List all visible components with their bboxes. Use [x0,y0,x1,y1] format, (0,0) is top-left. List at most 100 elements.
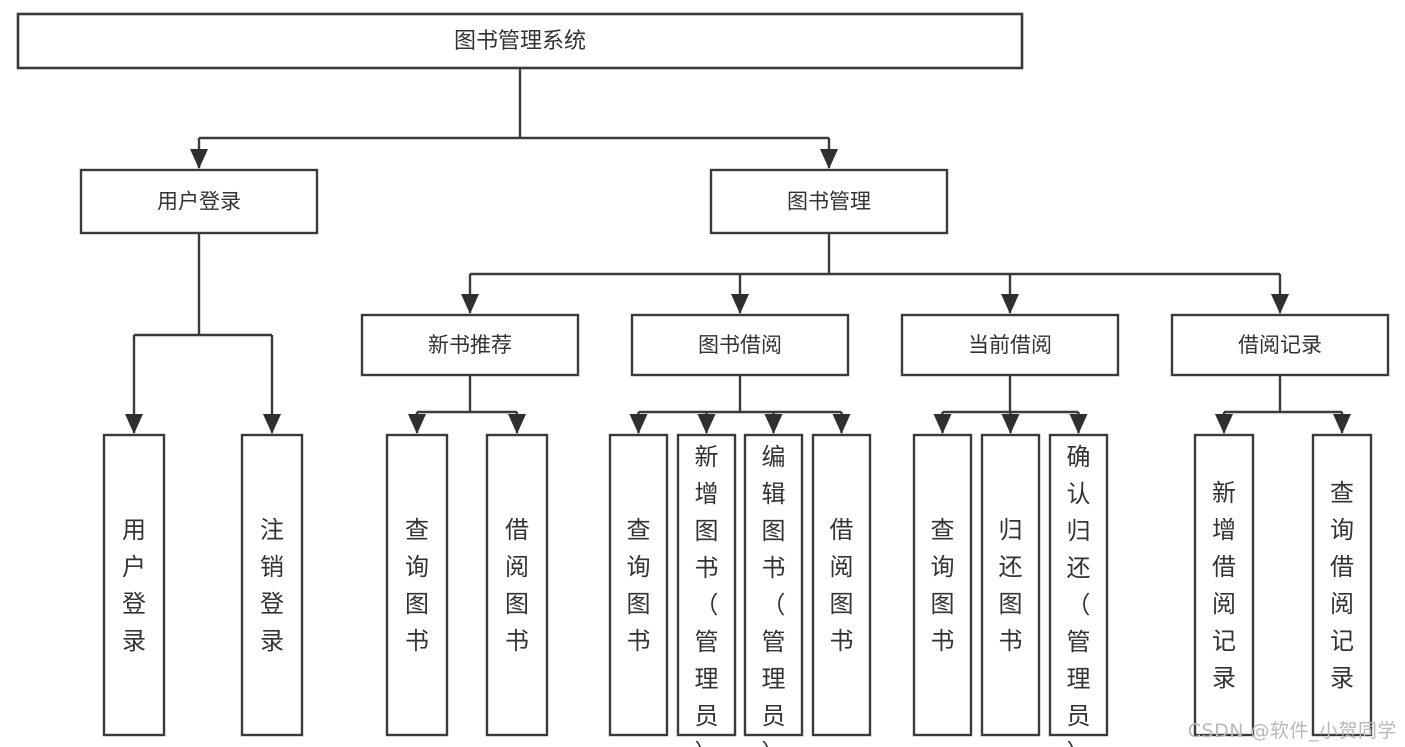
svg-text:借: 借 [1330,553,1354,581]
svg-text:书: 书 [505,627,529,655]
svg-text:用: 用 [122,516,146,544]
svg-text:新: 新 [695,443,719,471]
svg-text:书: 书 [405,627,429,655]
node-current-borrow-label: 当前借阅 [968,333,1052,357]
svg-text:）: ） [762,739,786,747]
arrow-head-icon [1001,414,1020,434]
node-leaf-user-login[interactable] [102,433,166,737]
svg-text:理: 理 [1067,665,1091,693]
svg-text:销: 销 [260,553,284,581]
node-leaf-query-book-1[interactable] [385,433,449,737]
svg-text:借: 借 [830,516,854,544]
arrow-head-icon [1215,414,1233,434]
svg-text:图: 图 [830,590,854,618]
node-borrow-record[interactable] [1170,313,1390,377]
connectors-layer [125,68,1351,434]
node-leaf-confirm-return[interactable] [1048,433,1109,737]
node-borrow-record-label: 借阅记录 [1238,333,1322,357]
watermark-text: CSDN @软件_小贺同学 [1187,720,1397,742]
svg-text:增: 增 [1212,516,1236,544]
svg-text:书: 书 [999,627,1023,655]
svg-text:管: 管 [1067,628,1091,656]
svg-text:认: 认 [1067,480,1091,508]
svg-text:图: 图 [931,590,955,618]
svg-text:借: 借 [1212,553,1236,581]
node-new-book-recommend-label: 新书推荐 [428,333,512,357]
svg-text:）: ） [1067,739,1091,747]
arrow-head-icon [832,414,851,434]
node-current-borrow[interactable] [900,313,1120,377]
svg-text:录: 录 [122,627,146,655]
node-leaf-user-login-label: 用户登录 [122,516,146,655]
svg-text:图: 图 [505,590,529,618]
node-new-book-recommend[interactable] [360,313,580,377]
svg-text:查: 查 [1330,479,1354,507]
svg-text:书: 书 [695,554,719,582]
svg-text:（: （ [695,591,719,619]
svg-text:登: 登 [260,590,284,618]
svg-text:员: 员 [1067,702,1091,730]
svg-text:注: 注 [260,516,284,544]
nodes-layer: 图书管理系统用户登录图书管理新书推荐图书借阅当前借阅借阅记录用户登录注销登录查询… [16,12,1390,747]
svg-text:阅: 阅 [505,553,529,581]
svg-text:（: （ [1067,591,1091,619]
node-leaf-return-book[interactable] [980,433,1041,737]
node-leaf-add-book[interactable] [676,433,737,737]
arrow-head-icon [697,414,716,434]
svg-text:）: ） [695,739,719,747]
node-leaf-query-book-3[interactable] [912,433,973,737]
arrow-head-icon [1271,294,1289,314]
node-root[interactable] [16,12,1024,70]
svg-text:借: 借 [505,516,529,544]
svg-text:录: 录 [260,627,284,655]
arrow-head-icon [461,294,479,314]
node-leaf-query-book-2[interactable] [608,433,669,737]
svg-text:图: 图 [999,590,1023,618]
svg-text:询: 询 [405,553,429,581]
svg-text:询: 询 [1330,516,1354,544]
svg-text:员: 员 [695,702,719,730]
svg-text:阅: 阅 [1212,590,1236,618]
node-leaf-logout[interactable] [240,433,304,737]
svg-text:增: 增 [695,480,719,508]
arrow-head-icon [508,414,526,434]
svg-text:户: 户 [122,553,146,581]
node-leaf-query-record[interactable] [1311,433,1373,737]
node-leaf-borrow-book-2[interactable] [811,433,872,737]
node-book-borrow[interactable] [630,313,850,377]
svg-text:（: （ [762,591,786,619]
arrow-head-icon [125,414,143,434]
node-leaf-borrow-book-1[interactable] [485,433,549,737]
svg-text:还: 还 [999,553,1023,581]
node-book-management-label: 图书管理 [787,190,871,214]
svg-text:书: 书 [762,554,786,582]
node-leaf-edit-book[interactable] [743,433,804,737]
node-book-management[interactable] [709,168,949,235]
node-leaf-add-record[interactable] [1193,433,1255,737]
svg-text:图: 图 [405,590,429,618]
svg-text:还: 还 [1067,554,1091,582]
svg-text:理: 理 [695,665,719,693]
node-user-login[interactable] [79,168,319,235]
node-user-login-label: 用户登录 [157,190,241,214]
arrow-head-icon [629,414,648,434]
svg-text:管: 管 [762,628,786,656]
svg-text:确: 确 [1067,443,1091,471]
svg-text:归: 归 [999,516,1023,544]
svg-text:书: 书 [931,627,955,655]
svg-text:录: 录 [1330,664,1354,692]
svg-text:新: 新 [1212,479,1236,507]
svg-text:询: 询 [931,553,955,581]
svg-text:图: 图 [695,517,719,545]
